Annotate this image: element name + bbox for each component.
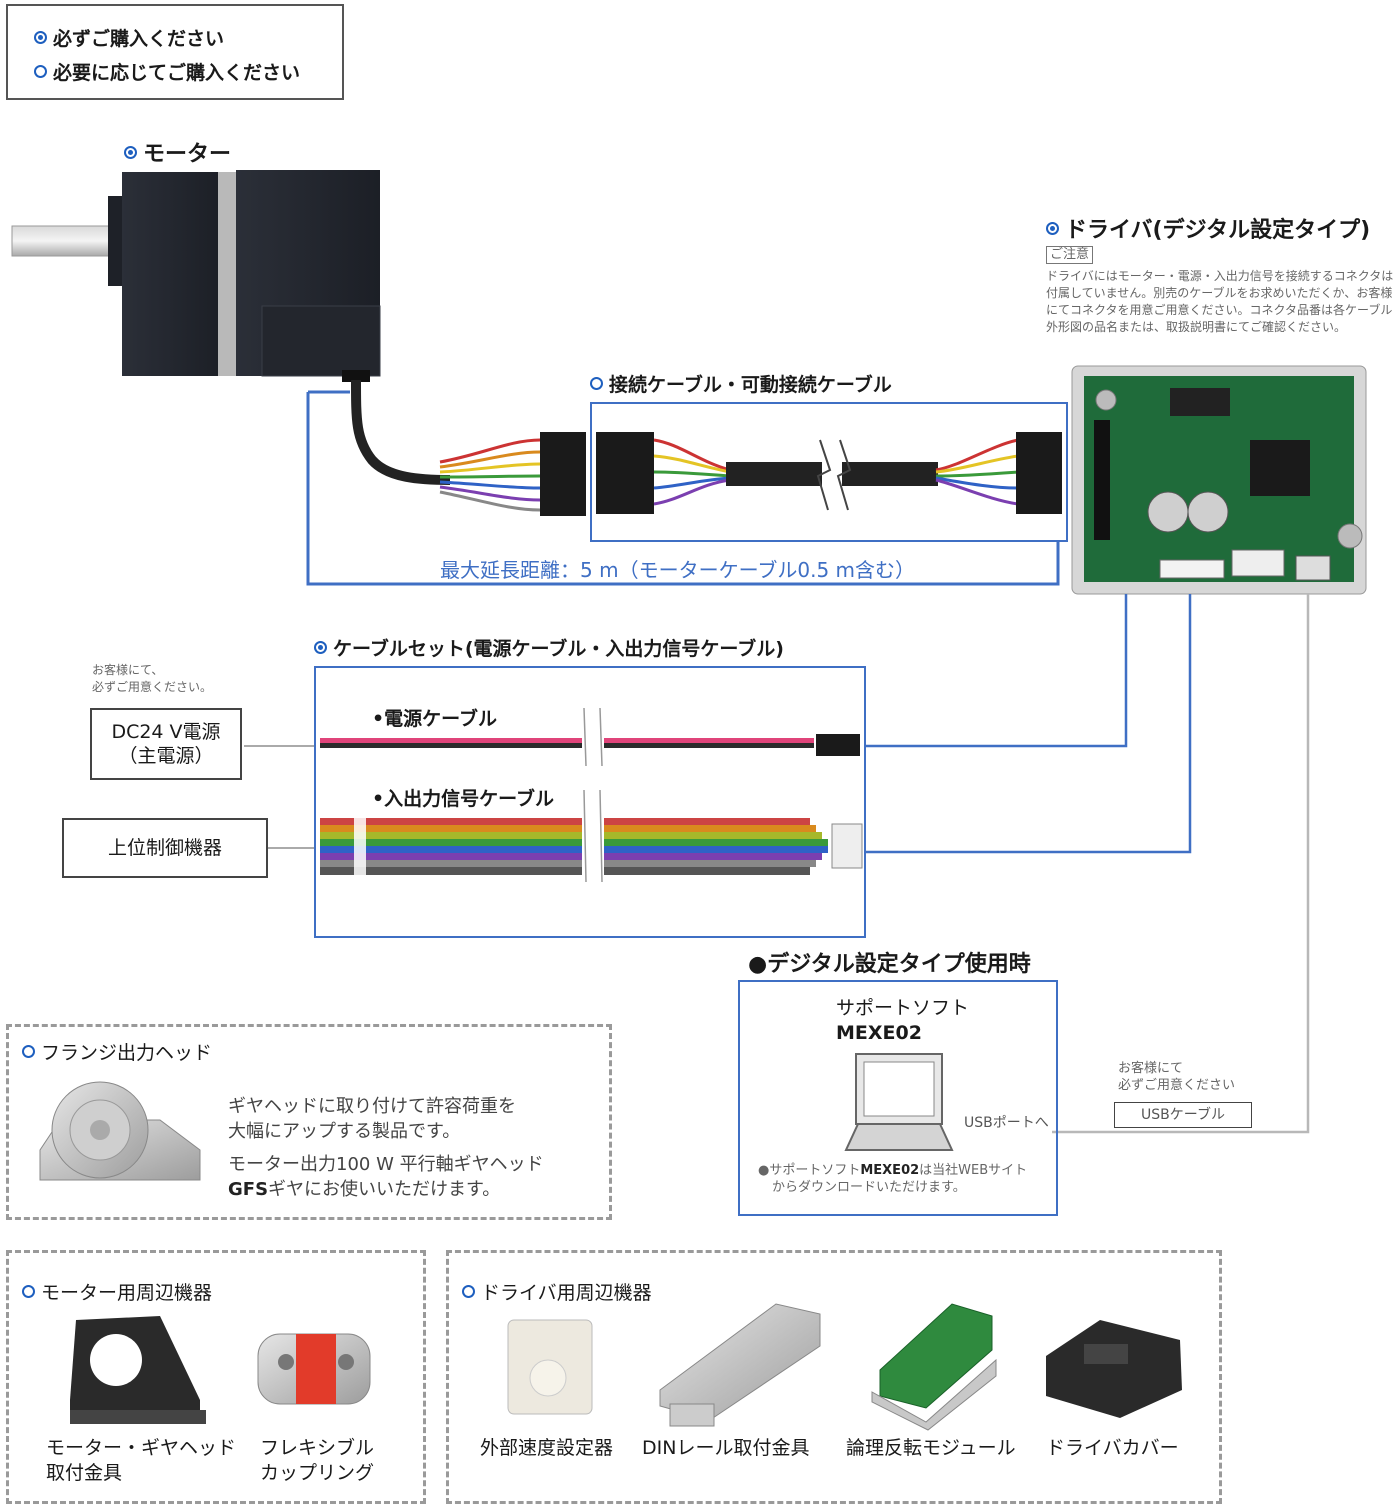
usb-cable-box: USBケーブル (1114, 1102, 1252, 1128)
usb-port-label: USBポートへ (964, 1115, 1049, 1131)
flange-description: ギヤヘッドに取り付けて許容荷重を 大幅にアップする製品です。 モーター出力100… (228, 1096, 544, 1200)
coupling-label: フレキシブル カップリング (260, 1437, 375, 1484)
motor-image (11, 170, 381, 382)
speed-setter-image (507, 1319, 593, 1415)
coupling-image (257, 1333, 371, 1405)
cable-set-title: ケーブルセット(電源ケーブル・入出力信号ケーブル) (314, 634, 784, 661)
software-footnote: ●サポートソフトMEXE02は当社WEBサイト からダウンロードいただけます。 (758, 1163, 1028, 1195)
connection-cable-title: 接続ケーブル・可動接続ケーブル (590, 370, 892, 397)
optional-dot-icon (590, 377, 603, 390)
cable-set-box (314, 666, 866, 938)
io-cable-label: •入出力信号ケーブル (372, 788, 555, 810)
power-supply-box: DC24 V電源 （主電源） (90, 708, 242, 780)
flange-head-image (39, 1081, 201, 1181)
usb-note: お客様にて 必ずご用意ください (1118, 1061, 1236, 1093)
max-distance-label: 最大延長距離：5 m（モーターケーブル0.5 m含む） (440, 558, 916, 582)
din-rail-image (659, 1303, 821, 1427)
io-cable-image (268, 789, 863, 883)
driver-cover-image (1046, 1320, 1182, 1418)
power-supply-note: お客様にて、 必ずご用意ください。 (92, 663, 213, 694)
flange-section (6, 1024, 612, 1220)
motor-accessories-section (6, 1250, 426, 1504)
optional-dot-icon (22, 1045, 35, 1058)
optional-dot-icon (22, 1285, 35, 1298)
motor-accessories-title: モーター用周辺機器 (22, 1278, 212, 1305)
mounting-bracket-label: モーター・ギヤヘッド 取付金具 (46, 1437, 237, 1484)
motor-title: モーター (124, 136, 231, 168)
legend-required: 必ずご購入ください (34, 24, 224, 51)
required-dot-icon (314, 641, 327, 654)
max-distance-bracket (306, 392, 1060, 586)
driver-accessories-section (446, 1250, 1222, 1504)
legend-optional: 必要に応じてご購入ください (34, 58, 300, 85)
connection-cable-image (596, 432, 1062, 514)
power-cable-image (244, 707, 860, 767)
required-dot-icon (34, 31, 47, 44)
power-cable-label: •電源ケーブル (372, 708, 498, 730)
motor-cable-image (351, 379, 586, 516)
usb-line (1052, 594, 1310, 1134)
driver-accessory-label: 論理反転モジュール (846, 1437, 1016, 1459)
driver-board-image (1071, 365, 1367, 595)
driver-title: ドライバ(デジタル設定タイプ) (1046, 212, 1370, 244)
logic-module-image (871, 1303, 997, 1431)
mounting-bracket-image (70, 1316, 206, 1424)
driver-note-text: ドライバにはモーター・電源・入出力信号を接続するコネクタは付属していません。別売… (1046, 269, 1394, 334)
driver-accessories-title: ドライバ用周辺機器 (462, 1278, 652, 1305)
legend-box: 必ずご購入ください 必要に応じてご購入ください (6, 4, 344, 100)
required-dot-icon (1046, 221, 1059, 235)
required-dot-icon (124, 145, 137, 159)
driver-accessory-label: DINレール取付金具 (642, 1437, 810, 1459)
host-controller-box: 上位制御機器 (62, 818, 268, 878)
support-software-label: サポートソフト MEXE02 (836, 997, 970, 1044)
driver-note-label: ご注意 (1046, 246, 1094, 264)
connection-cable-box (590, 402, 1068, 542)
optional-dot-icon (34, 65, 47, 78)
optional-dot-icon (462, 1285, 475, 1298)
digital-setting-title: ●デジタル設定タイプ使用時 (748, 952, 1031, 977)
flange-title: フランジ出力ヘッド (22, 1038, 212, 1065)
driver-accessory-label: 外部速度設定器 (480, 1437, 614, 1459)
digital-setting-box (738, 980, 1058, 1216)
driver-accessory-label: ドライバカバー (1046, 1437, 1179, 1459)
laptop-image (844, 1053, 954, 1151)
driver-connection-lines (864, 594, 1192, 854)
